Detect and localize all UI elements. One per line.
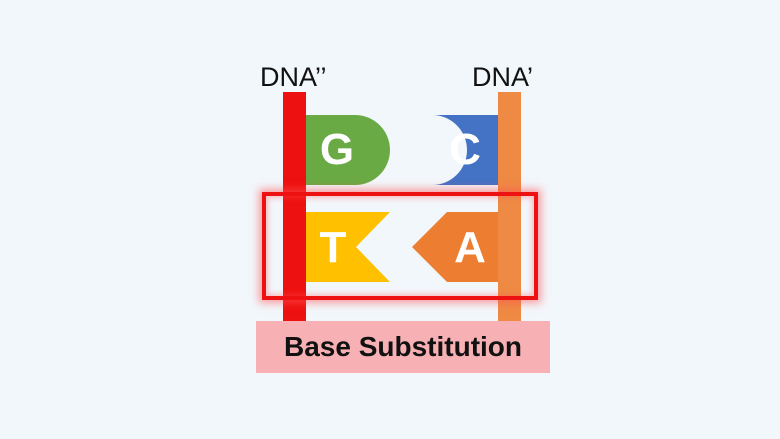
adenine-shape xyxy=(412,212,498,282)
guanine-shape xyxy=(300,115,390,185)
cytosine-shape xyxy=(432,115,498,185)
guanine-letter: G xyxy=(319,125,355,174)
cytosine-letter: C xyxy=(449,125,481,174)
adenine-letter: A xyxy=(454,223,486,272)
left-dna-strand xyxy=(283,92,306,324)
right-strand-label: DNA’ xyxy=(472,62,534,92)
substitution-highlight-box xyxy=(262,192,538,300)
thymine-letter: T xyxy=(319,223,347,272)
left-strand-label: DNA’’ xyxy=(260,62,327,92)
thymine-shape xyxy=(300,212,390,282)
right-dna-strand xyxy=(498,92,521,324)
caption-base-substitution: Base Substitution xyxy=(256,321,550,373)
